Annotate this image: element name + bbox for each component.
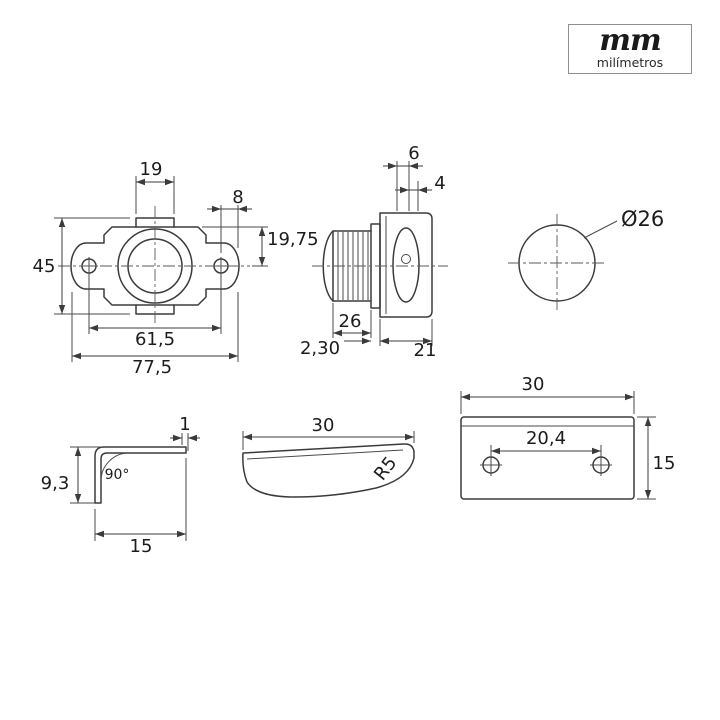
units-logo-subtitle: milímetros bbox=[596, 54, 664, 70]
strike-top-dim-15: 15 bbox=[653, 453, 676, 474]
strike-plate-top-view: 20,4 30 15 bbox=[460, 374, 676, 500]
strike-top-outline bbox=[460, 416, 635, 500]
side-dim-4: 4 bbox=[434, 173, 445, 194]
diameter-leader bbox=[583, 220, 618, 239]
side-dim-6: 6 bbox=[408, 143, 419, 164]
button-face-view: Ø26 bbox=[508, 207, 664, 312]
strike-plate-side-view: 30 R5 bbox=[242, 415, 415, 498]
latch-housing bbox=[379, 212, 433, 318]
tongue-detail bbox=[401, 254, 411, 264]
front-view: 19 8 19,75 45 61,5 bbox=[33, 159, 319, 378]
latch-tongue bbox=[392, 227, 420, 303]
latch-body-outline bbox=[70, 226, 240, 306]
strike-side-outline bbox=[242, 443, 415, 498]
front-dim-77-5: 77,5 bbox=[132, 357, 172, 378]
corner-bracket-view: 90° 1 9,3 15 bbox=[41, 414, 200, 557]
front-dim-61-5: 61,5 bbox=[135, 329, 175, 350]
bracket-outline bbox=[94, 446, 187, 504]
angle-arc bbox=[100, 452, 130, 482]
units-logo: mm milímetros bbox=[568, 24, 692, 74]
bracket-dim-angle: 90° bbox=[105, 467, 130, 483]
strike-top-dim-30: 30 bbox=[522, 374, 545, 395]
bracket-dim-1: 1 bbox=[179, 414, 190, 435]
side-dim-26: 26 bbox=[339, 311, 362, 332]
strike-top-dim-20-4: 20,4 bbox=[526, 428, 566, 449]
side-dim-21: 21 bbox=[414, 340, 437, 361]
front-dim-45: 45 bbox=[33, 256, 56, 277]
bracket-dim-15: 15 bbox=[130, 536, 153, 557]
face-dim-diameter: Ø26 bbox=[621, 207, 664, 231]
units-logo-title: mm bbox=[599, 23, 661, 59]
front-dim-19-75: 19,75 bbox=[267, 229, 319, 250]
front-dim-19: 19 bbox=[140, 159, 163, 180]
front-dim-8: 8 bbox=[232, 187, 243, 208]
side-dim-2-30: 2,30 bbox=[300, 338, 340, 359]
strike-side-dim-30: 30 bbox=[312, 415, 335, 436]
side-view: 6 4 26 2,30 21 bbox=[300, 143, 448, 361]
bracket-dim-9-3: 9,3 bbox=[41, 473, 70, 494]
